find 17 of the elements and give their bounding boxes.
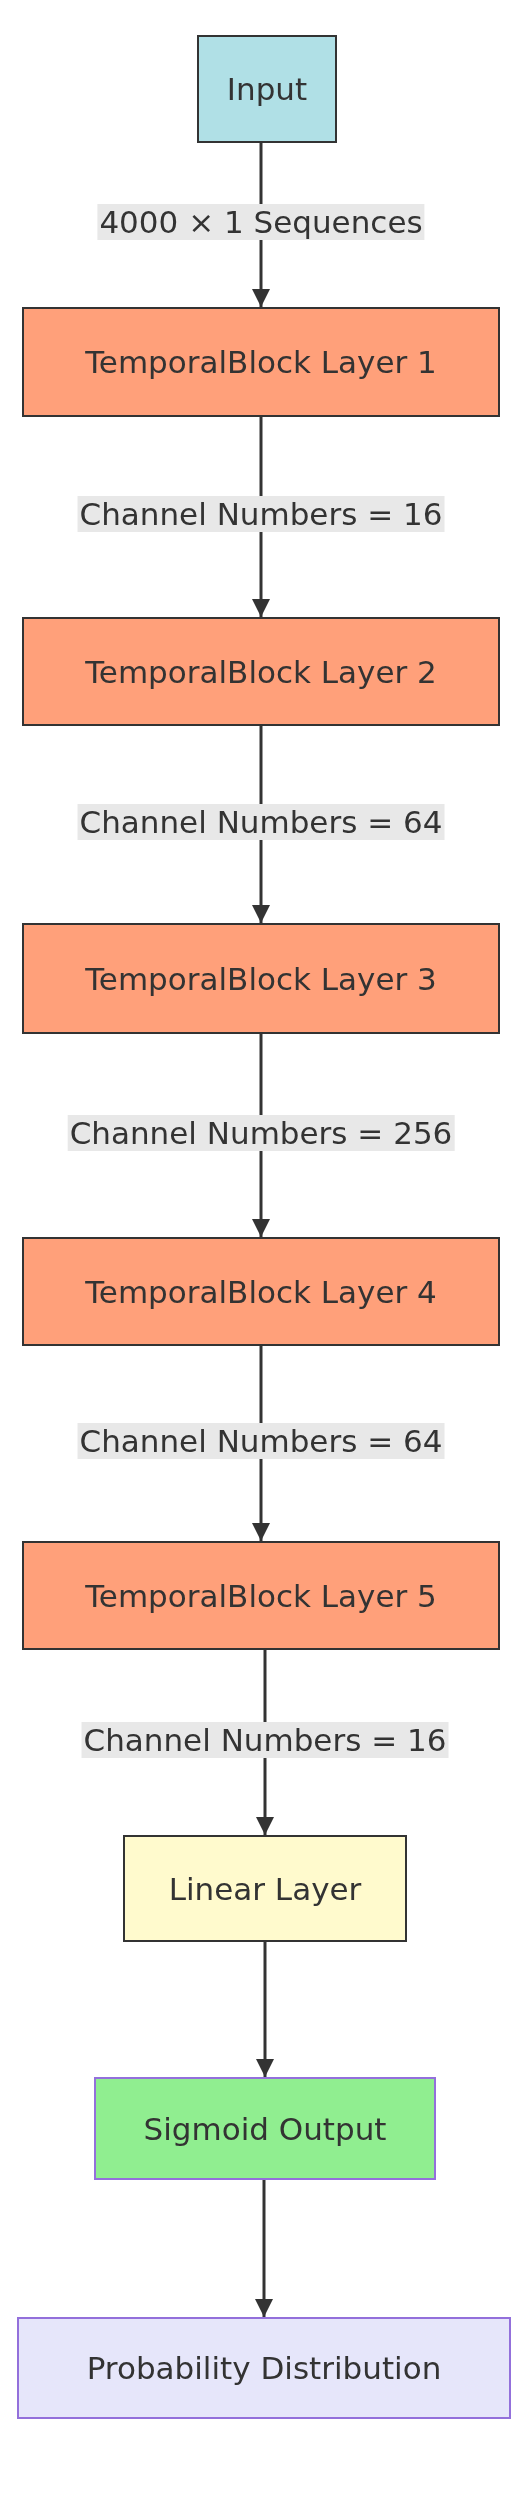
output-box: Sigmoid Output xyxy=(94,2077,436,2180)
output-box: Probability Distribution xyxy=(17,2317,511,2419)
layer-box: TemporalBlock Layer 2 xyxy=(22,617,500,726)
edge-label: Channel Numbers = 16 xyxy=(77,496,445,532)
arrow xyxy=(255,2180,273,2317)
edge-label: Channel Numbers = 64 xyxy=(77,803,445,840)
edge-label: Channel Numbers = 16 xyxy=(81,1721,449,1758)
layer-box: TemporalBlock Layer 3 xyxy=(22,923,500,1034)
edge-label: 4000 × 1 Sequences xyxy=(97,204,425,240)
layer-box: TemporalBlock Layer 5 xyxy=(22,1541,500,1650)
input-box: Input xyxy=(197,35,337,143)
layer-box: Linear Layer xyxy=(123,1835,407,1942)
layer-box: TemporalBlock Layer 4 xyxy=(22,1237,500,1346)
edge-label: Channel Numbers = 256 xyxy=(67,1114,455,1151)
edge-label: Channel Numbers = 64 xyxy=(77,1422,445,1459)
arrow xyxy=(256,1942,274,2077)
layer-box: TemporalBlock Layer 1 xyxy=(22,307,500,417)
